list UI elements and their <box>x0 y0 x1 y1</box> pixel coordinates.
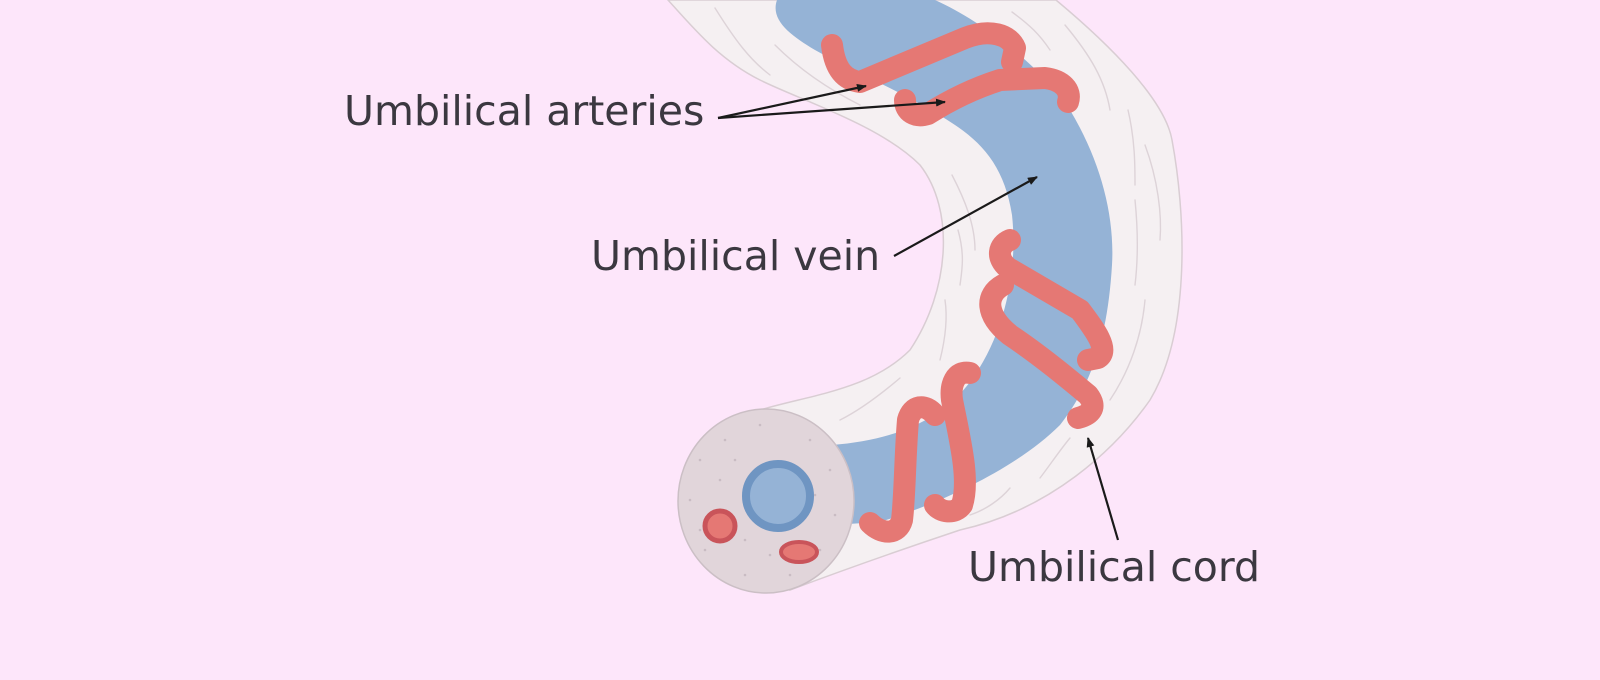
arrow-vein <box>893 176 1038 257</box>
artery-mid-2 <box>979 274 1104 429</box>
label-umbilical-vein: Umbilical vein <box>591 232 881 280</box>
artery-lower-2 <box>859 396 946 543</box>
artery-lower-1 <box>924 361 981 523</box>
cross-section-vein <box>742 460 814 532</box>
arrow-cord <box>1086 437 1120 541</box>
label-umbilical-arteries: Umbilical arteries <box>344 87 705 135</box>
label-umbilical-cord: Umbilical cord <box>968 543 1261 591</box>
arrow-artery-2 <box>717 98 946 120</box>
umbilical-arteries <box>821 22 1114 543</box>
cross-section-artery-left <box>702 508 738 544</box>
cross-section-artery-right <box>779 540 819 564</box>
cord-cross-section <box>677 408 855 594</box>
sheath-fibers <box>714 7 1162 516</box>
leader-lines <box>717 83 1120 541</box>
artery-upper-1 <box>821 22 1026 93</box>
artery-upper-2 <box>894 67 1080 127</box>
artery-mid-1 <box>989 229 1114 371</box>
umbilical-vein <box>775 0 1113 525</box>
arrow-artery-1 <box>717 83 867 120</box>
